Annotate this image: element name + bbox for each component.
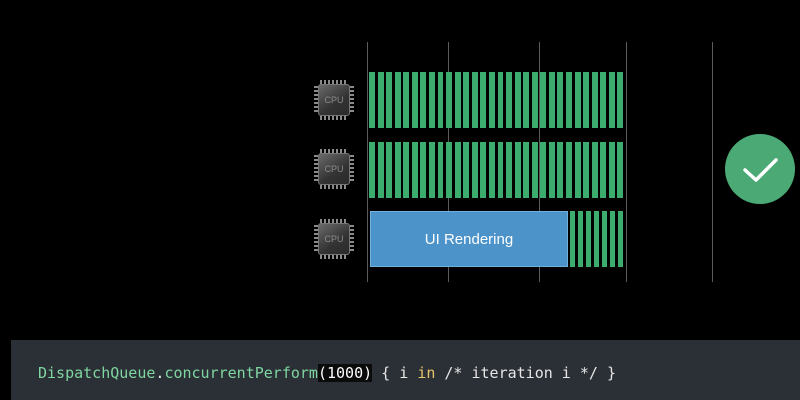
iteration-stripe [377, 72, 384, 128]
iteration-stripe [506, 142, 513, 198]
iteration-stripe [488, 142, 495, 198]
iteration-stripe [377, 142, 384, 198]
core-track-1 [369, 72, 626, 128]
code-argument-highlight: (1000) [317, 364, 373, 382]
iteration-stripe [437, 142, 444, 198]
iteration-stripe [471, 142, 478, 198]
iteration-stripe [586, 211, 592, 267]
iteration-stripe [557, 72, 564, 128]
iteration-stripe [583, 72, 590, 128]
iteration-stripe [618, 211, 624, 267]
code-dot: . [155, 364, 165, 382]
iteration-stripe [514, 142, 521, 198]
iteration-stripe [420, 142, 427, 198]
iteration-stripe [540, 72, 547, 128]
iteration-stripe [386, 142, 393, 198]
code-bar [11, 340, 800, 400]
iteration-stripe [497, 142, 504, 198]
iteration-stripe [548, 142, 555, 198]
iteration-stripe [600, 72, 607, 128]
code-comment: /* iteration i */ [435, 364, 607, 382]
iteration-stripe [523, 72, 530, 128]
iteration-stripe [574, 72, 581, 128]
iteration-stripe [454, 72, 461, 128]
iteration-stripe [617, 72, 624, 128]
iteration-stripe [428, 72, 435, 128]
iteration-stripe [420, 72, 427, 128]
iteration-stripe [591, 72, 598, 128]
code-brace-close: } [606, 364, 616, 382]
iteration-stripe [574, 142, 581, 198]
ui-rendering-block: UI Rendering [370, 211, 568, 267]
iteration-stripe [583, 142, 590, 198]
iteration-stripe [570, 211, 576, 267]
iteration-stripe [471, 72, 478, 128]
iteration-stripe [600, 142, 607, 198]
iteration-stripe [497, 72, 504, 128]
iteration-stripe [411, 142, 418, 198]
iteration-stripe [369, 72, 375, 128]
iteration-stripe [548, 72, 555, 128]
iteration-stripe [463, 142, 470, 198]
code-line: DispatchQueue.concurrentPerform(1000) { … [38, 362, 616, 384]
iteration-stripe [591, 142, 598, 198]
iteration-stripe [394, 72, 401, 128]
iteration-stripe [480, 142, 487, 198]
grid-line [539, 42, 540, 282]
iteration-stripe [608, 72, 615, 128]
iteration-stripe [540, 142, 547, 198]
iteration-stripe [437, 72, 444, 128]
iteration-stripe [386, 72, 393, 128]
iteration-stripe [531, 72, 538, 128]
iteration-stripe [557, 142, 564, 198]
iteration-stripe [566, 142, 572, 198]
code-brace-open: { i [372, 364, 418, 382]
iteration-stripe [617, 142, 624, 198]
cpu-chip-icon: CPU [314, 219, 354, 259]
cpu-label: CPU [324, 234, 344, 244]
iteration-stripe [454, 142, 461, 198]
iteration-stripe [369, 142, 375, 198]
cpu-chip-icon: CPU [314, 80, 354, 120]
grid-line [367, 42, 368, 282]
iteration-stripe [394, 142, 401, 198]
cpu-chip-icon: CPU [314, 149, 354, 189]
core-track-3 [369, 211, 626, 267]
iteration-stripe [446, 72, 453, 128]
grid-line [712, 42, 713, 282]
iteration-stripe [428, 142, 435, 198]
iteration-stripe [403, 142, 410, 198]
iteration-stripe [566, 72, 572, 128]
code-type-name: DispatchQueue [38, 364, 156, 382]
iteration-stripe [403, 72, 410, 128]
iteration-stripe [594, 211, 600, 267]
iteration-stripe [506, 72, 513, 128]
iteration-stripe [411, 72, 418, 128]
iteration-stripe [602, 211, 608, 267]
checkmark-icon [725, 134, 795, 204]
iteration-stripe [531, 142, 538, 198]
iteration-stripe [608, 142, 615, 198]
iteration-stripe [610, 211, 616, 267]
iteration-stripe [488, 72, 495, 128]
cpu-label: CPU [324, 95, 344, 105]
iteration-stripe [463, 72, 470, 128]
iteration-stripe [578, 211, 584, 267]
code-keyword: in [417, 364, 436, 382]
code-argument: 1000 [327, 364, 364, 382]
cpu-label: CPU [324, 164, 344, 174]
code-method: concurrentPerform [164, 364, 318, 382]
grid-line [626, 42, 627, 282]
iteration-stripe [480, 72, 487, 128]
core-track-2 [369, 142, 626, 198]
iteration-stripe [514, 72, 521, 128]
iteration-stripe [523, 142, 530, 198]
iteration-stripe [446, 142, 453, 198]
